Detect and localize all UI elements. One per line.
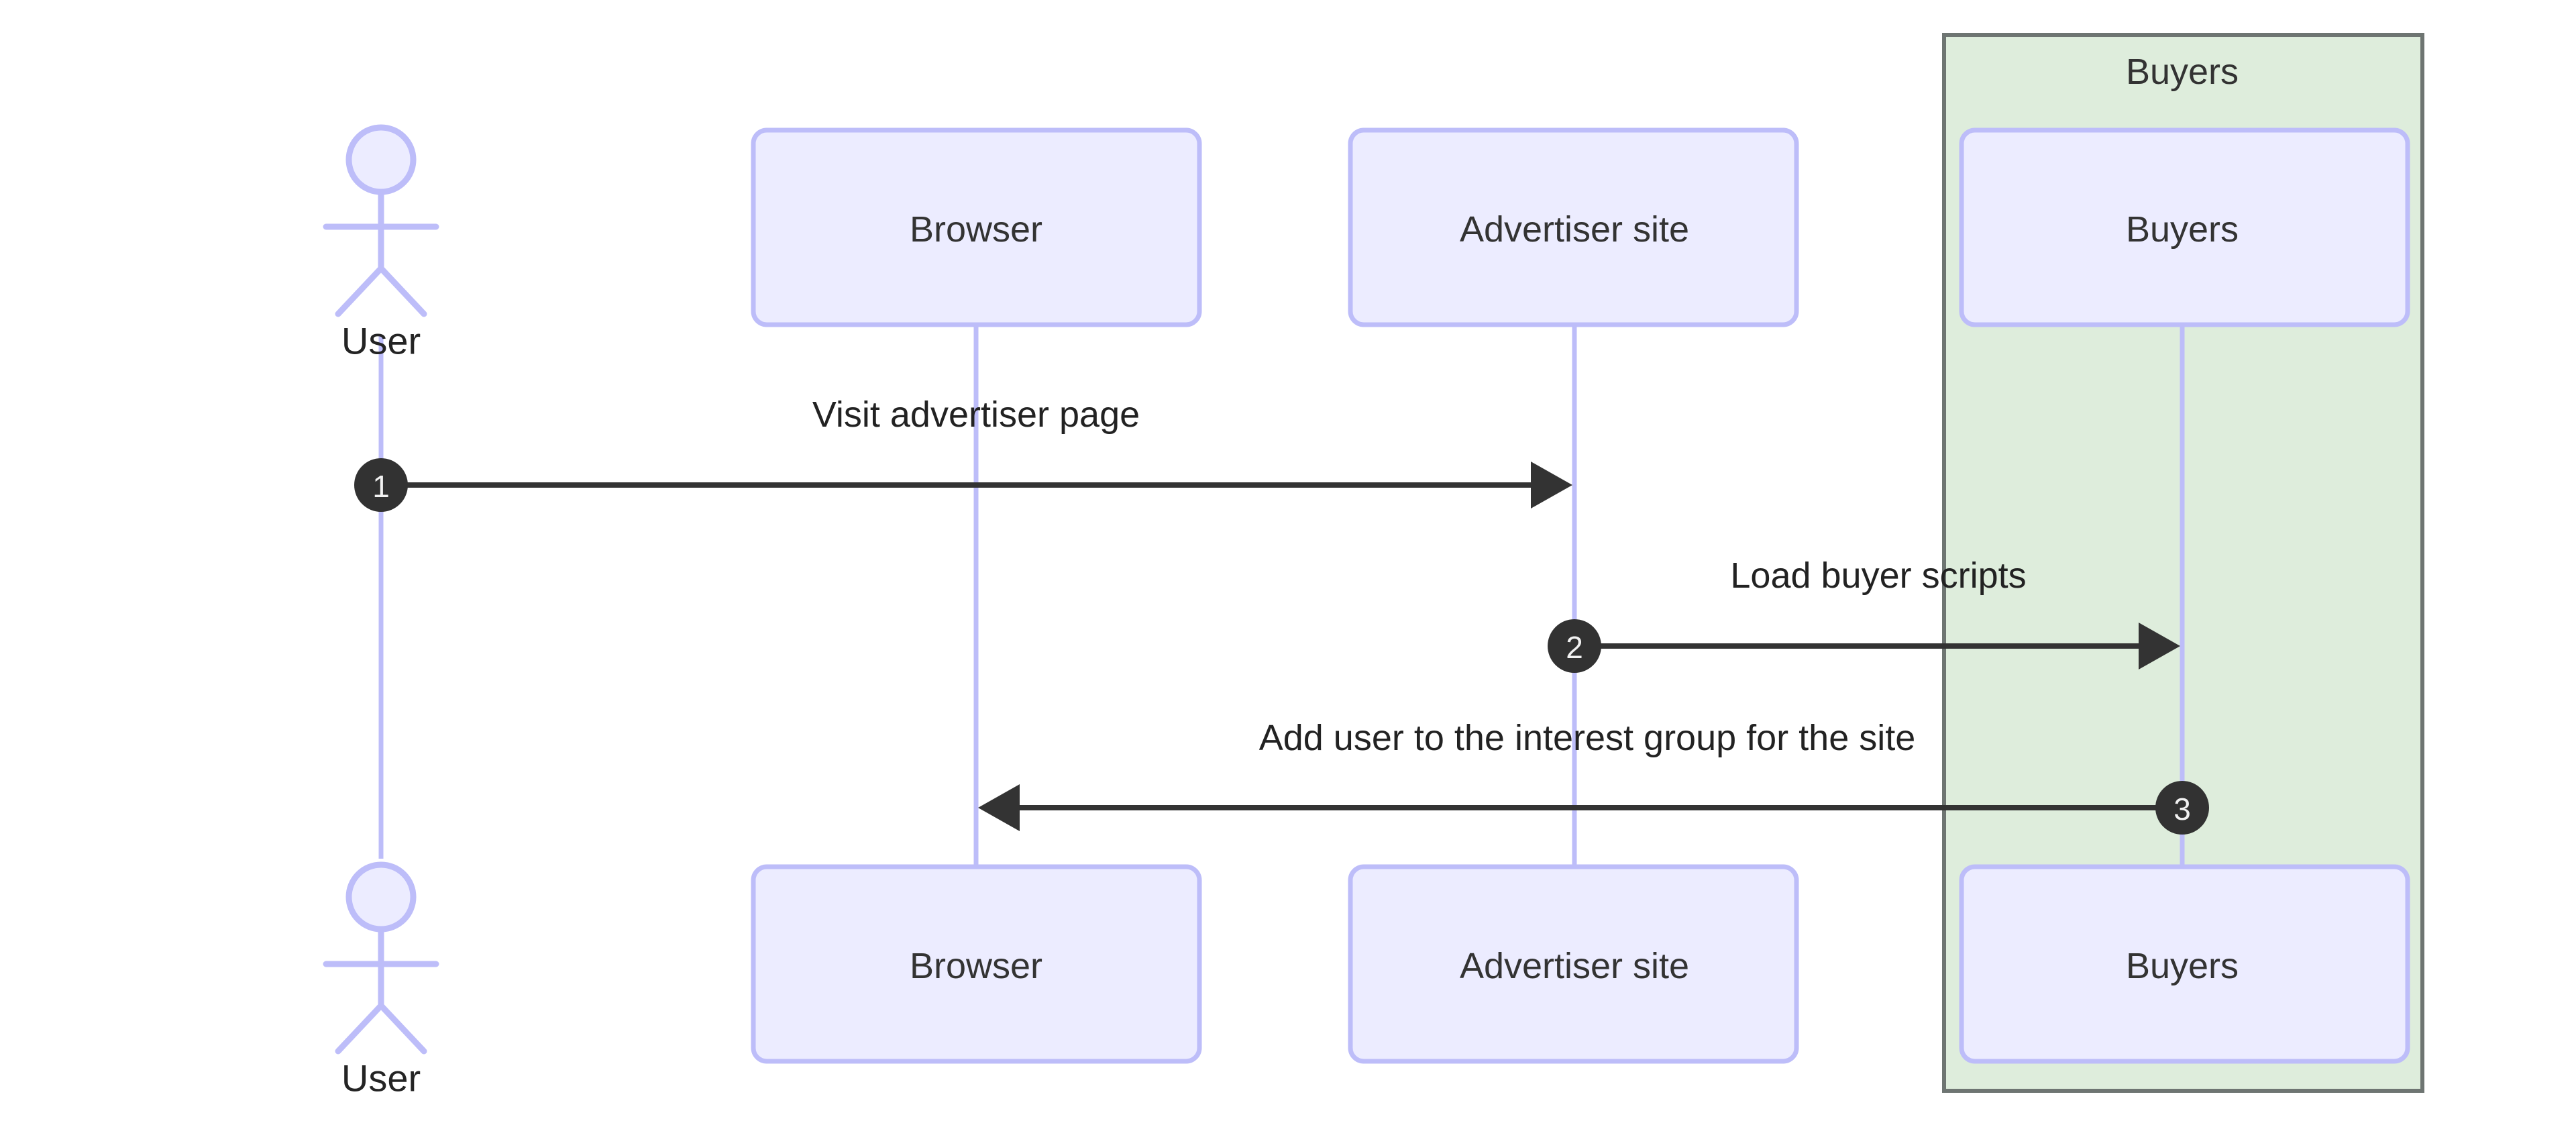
message-badge-3[interactable]: [2155, 781, 2209, 835]
participant-label-browser-top: Browser: [910, 209, 1042, 250]
participant-box-buyers-bottom[interactable]: [1959, 864, 2410, 1064]
participant-label-buyers-bottom: Buyers: [2126, 946, 2239, 986]
message-2[interactable]: Load buyer scripts 2: [1548, 555, 2180, 673]
participant-box-buyers-top[interactable]: [1959, 127, 2410, 327]
participant-top-buyers[interactable]: Buyers: [1959, 127, 2410, 327]
participant-label-advertiser-site-top: Advertiser site: [1460, 209, 1689, 250]
actor-head-icon-bottom: [345, 861, 417, 932]
actor-head-icon: [345, 124, 417, 195]
message-label-1: Visit advertiser page: [812, 394, 1140, 435]
participant-bottom-browser[interactable]: Browser: [751, 864, 1202, 1064]
actor-label-user-bottom: User: [341, 1057, 421, 1100]
participant-label-buyers-top: Buyers: [2126, 209, 2239, 250]
participant-bottom-buyers[interactable]: Buyers: [1959, 864, 2410, 1064]
message-1[interactable]: Visit advertiser page 1: [354, 394, 1572, 512]
message-number-2: 2: [1566, 630, 1583, 665]
message-label-2: Load buyer scripts: [1730, 555, 2026, 596]
actor-legs-icon: [335, 265, 427, 317]
participant-box-browser-top[interactable]: [751, 127, 1202, 327]
message-arrowhead-1: [1531, 462, 1572, 509]
actor-legs-icon-bottom: [335, 1002, 427, 1055]
group-label-buyers: Buyers: [2126, 52, 2239, 92]
message-badge-2[interactable]: [1548, 619, 1601, 673]
participant-box-advertiser-site-top[interactable]: [1348, 127, 1799, 327]
participant-label-browser-bottom: Browser: [910, 946, 1042, 986]
participant-top-browser[interactable]: Browser: [751, 127, 1202, 327]
actor-label-user-top: User: [341, 320, 421, 362]
actor-bottom-user: User: [323, 861, 439, 1100]
message-number-3: 3: [2174, 792, 2191, 826]
participant-bottom-advertiser-site[interactable]: Advertiser site: [1348, 864, 1799, 1064]
participant-box-advertiser-site-bottom[interactable]: [1348, 864, 1799, 1064]
message-arrowhead-2: [2139, 623, 2180, 670]
message-badge-1[interactable]: [354, 458, 408, 512]
participant-top-advertiser-site[interactable]: Advertiser site: [1348, 127, 1799, 327]
message-number-1: 1: [372, 469, 390, 504]
message-arrowhead-3: [978, 784, 1020, 831]
message-label-3: Add user to the interest group for the s…: [1259, 718, 1916, 758]
participant-box-browser-bottom[interactable]: [751, 864, 1202, 1064]
participant-label-advertiser-site-bottom: Advertiser site: [1460, 946, 1689, 986]
message-3[interactable]: Add user to the interest group for the s…: [978, 718, 2209, 835]
actor-top-user: User: [323, 124, 439, 362]
